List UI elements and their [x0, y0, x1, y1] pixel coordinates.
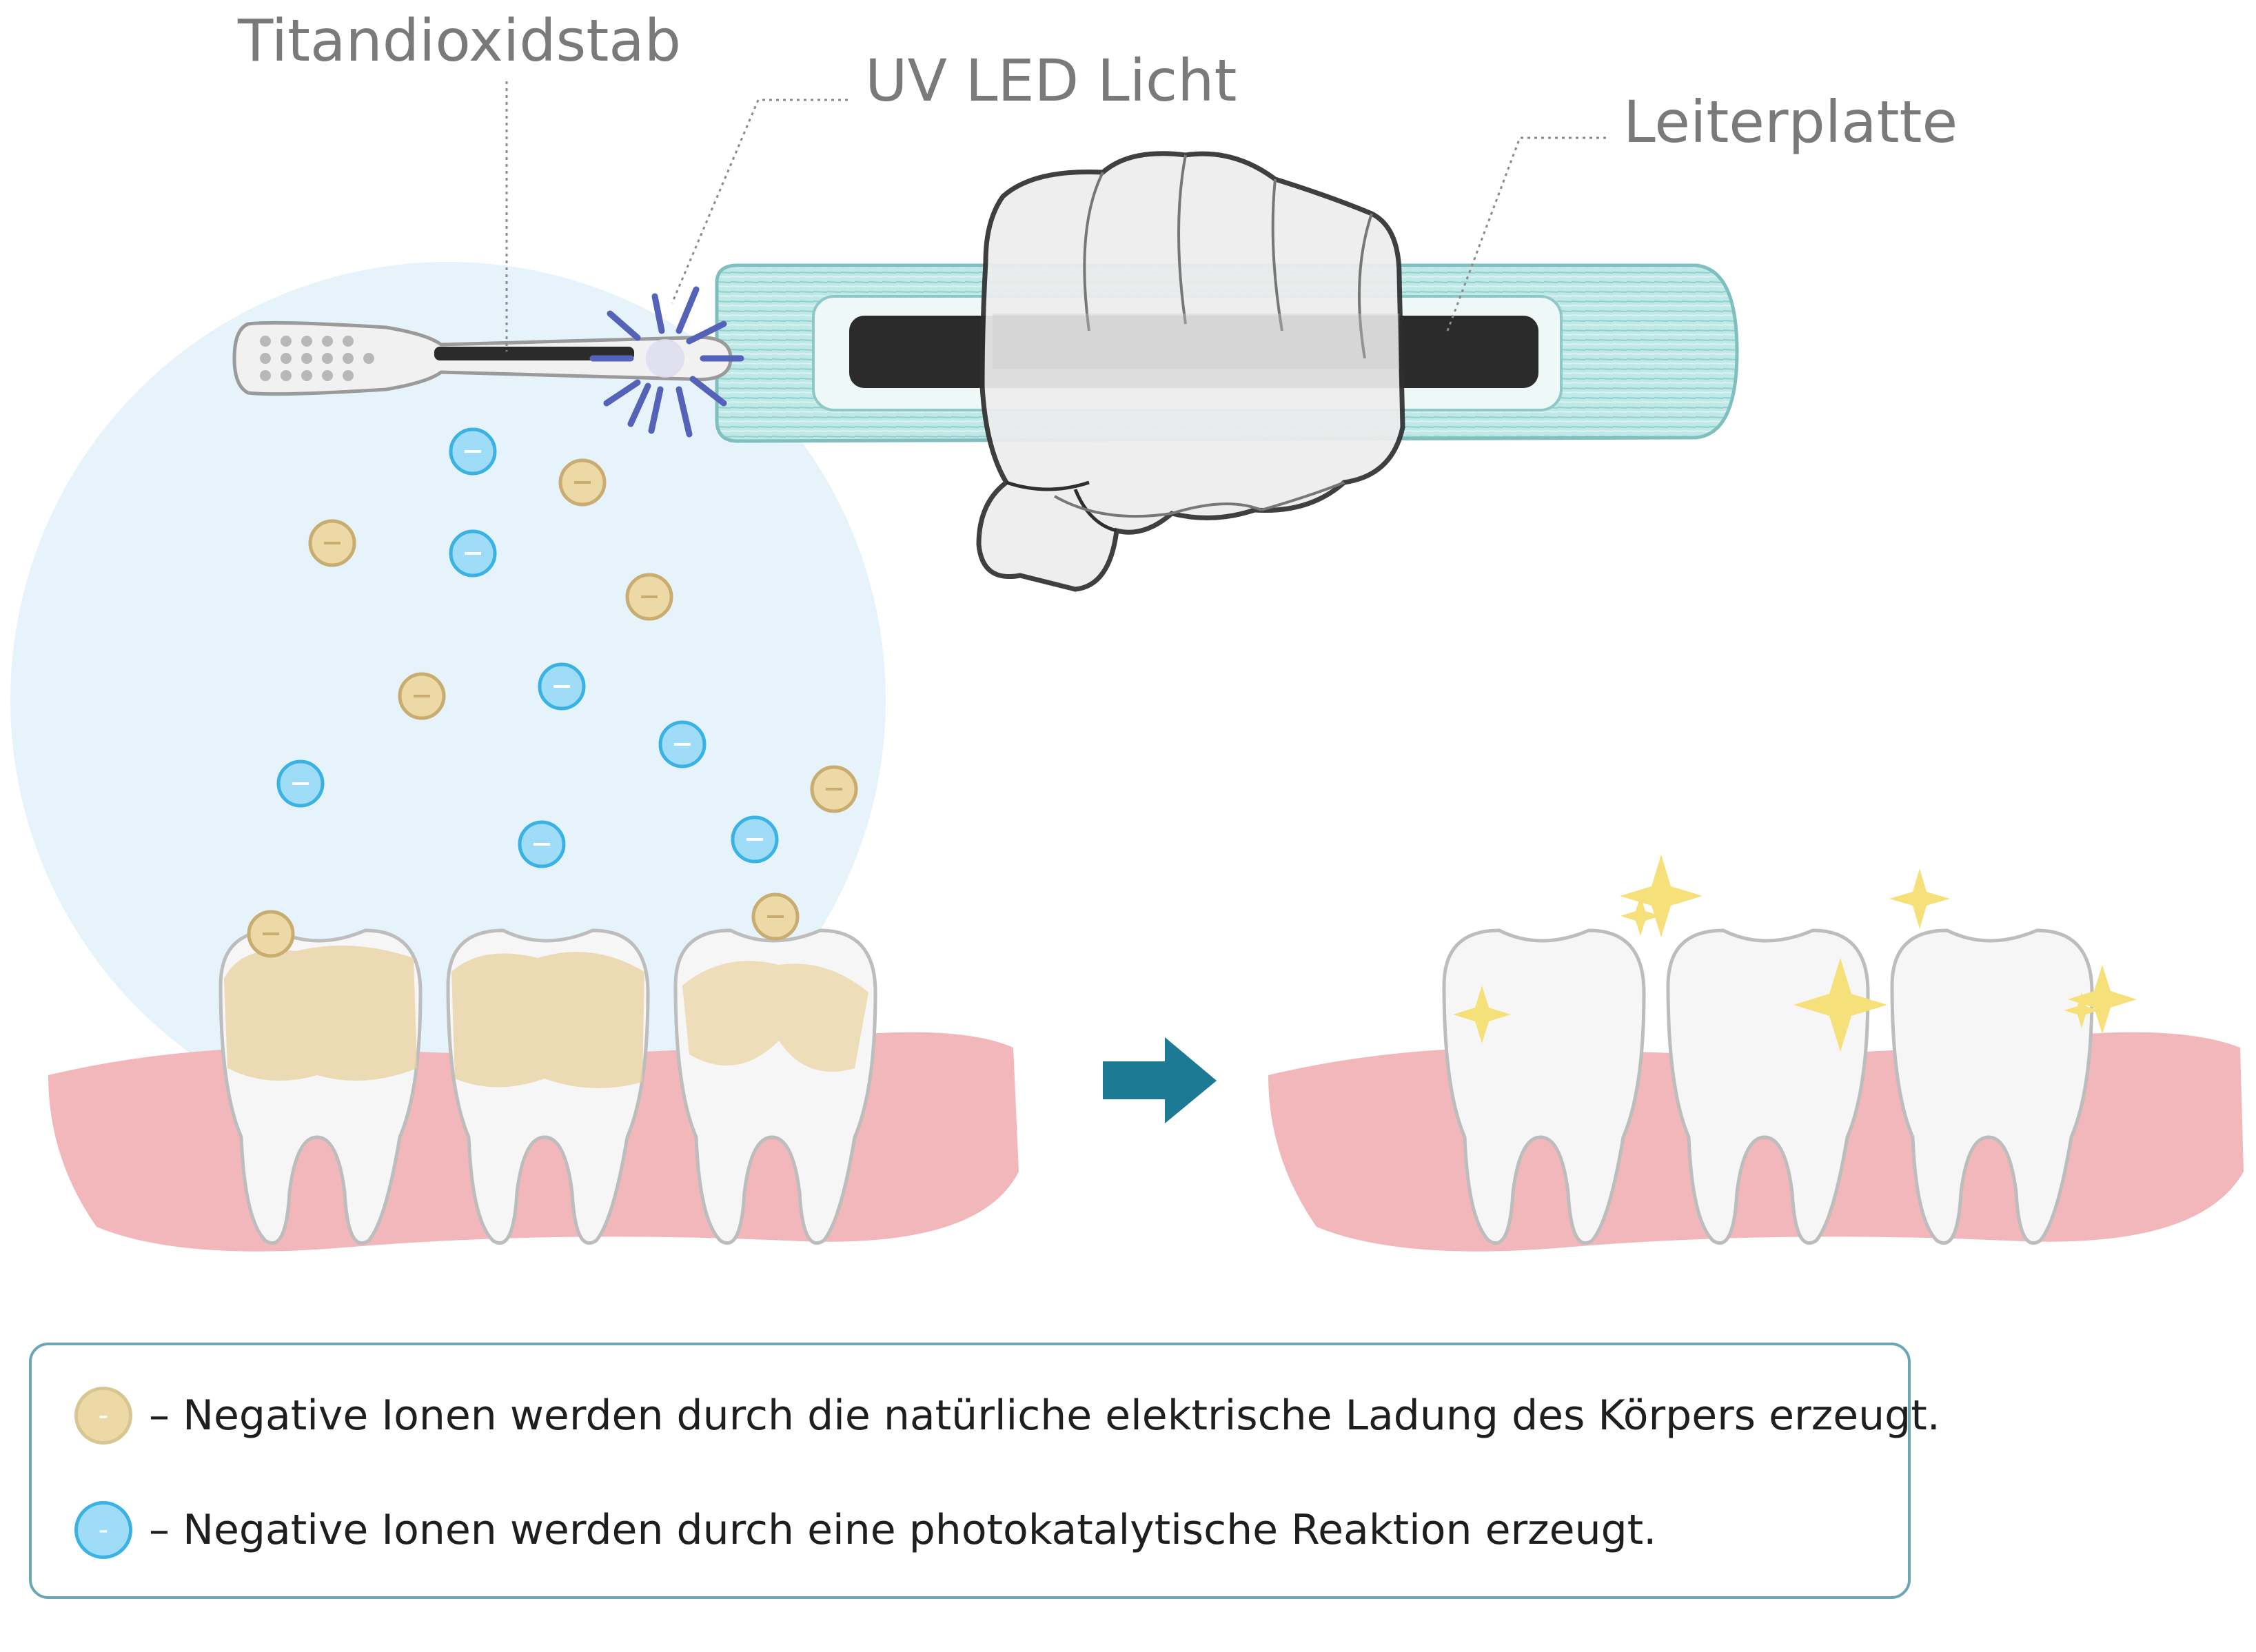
ion-beige	[810, 765, 858, 813]
ion-blue	[658, 720, 707, 768]
ion-beige	[308, 519, 356, 567]
label-leiterplatte: Leiterplatte	[1623, 88, 1958, 156]
ion-blue	[449, 427, 497, 476]
uv-led-icon	[589, 286, 744, 438]
legend-text-natural: – Negative Ionen werden durch die natürl…	[149, 1391, 1940, 1440]
ion-beige	[751, 893, 800, 941]
arrow-right-icon	[1103, 1037, 1217, 1123]
ion-beige	[625, 573, 673, 621]
label-titandioxidstab: Titandioxidstab	[238, 7, 682, 74]
legend-item-natural: - – Negative Ionen werden durch die natü…	[74, 1387, 1940, 1445]
legend-item-photocatalytic: - – Negative Ionen werden durch eine pho…	[74, 1501, 1656, 1559]
ion-beige	[558, 458, 607, 507]
ion-blue-icon: -	[74, 1501, 132, 1559]
ion-blue	[538, 662, 586, 711]
label-uv-led-licht: UV LED Licht	[865, 47, 1237, 114]
teeth-stained	[219, 928, 877, 1245]
ion-beige	[398, 672, 446, 720]
ion-blue	[449, 529, 497, 578]
ion-blue	[276, 759, 325, 808]
uv-glow-area	[10, 262, 886, 1137]
legend-text-photocatalytic: – Negative Ionen werden durch eine photo…	[149, 1506, 1657, 1554]
legend: - – Negative Ionen werden durch die natü…	[29, 1343, 1940, 1599]
sparkle-icon	[1453, 855, 2137, 1052]
fist-icon	[976, 151, 1405, 592]
ions-natural	[247, 458, 858, 958]
leader-lines	[505, 81, 1606, 351]
ion-blue	[731, 815, 779, 864]
ions-photocatalytic	[276, 427, 779, 868]
ion-beige-icon: -	[74, 1387, 132, 1445]
ion-blue	[518, 820, 566, 868]
ion-beige	[247, 910, 295, 958]
